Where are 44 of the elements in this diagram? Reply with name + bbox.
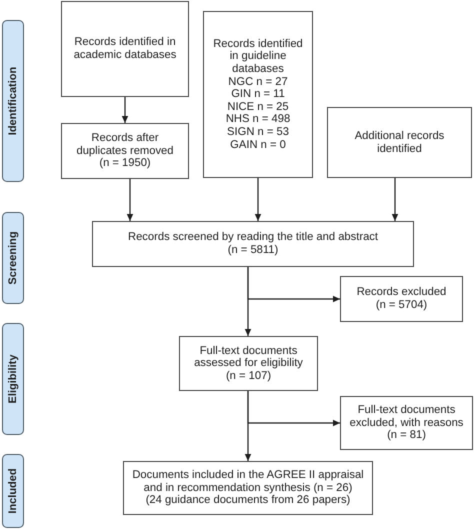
count-text: (n = 107)	[226, 370, 272, 382]
process-box	[123, 461, 373, 515]
stage-label: Eligibility	[7, 354, 19, 404]
stage-band	[2, 454, 24, 528]
box-text: Records after duplicates removed	[75, 132, 174, 158]
process-box	[61, 123, 189, 179]
stage-label: Identification	[7, 66, 19, 136]
count-text: GIN n = 11	[231, 88, 285, 101]
process-box	[340, 276, 463, 322]
stage-band	[2, 212, 24, 304]
count-text: NHS n = 498	[226, 113, 290, 126]
box-text: Additional records identified	[354, 130, 446, 156]
stage-label: Screening	[7, 231, 19, 285]
process-box	[61, 1, 189, 97]
process-box	[179, 336, 318, 391]
count-text: (n = 5704)	[376, 299, 428, 312]
count-text: (n = 5811)	[228, 244, 278, 257]
arrow	[244, 391, 252, 461]
process-box	[203, 11, 313, 178]
stage-band	[2, 323, 24, 435]
count-text: (n = 1950)	[99, 157, 151, 170]
stage-band	[2, 20, 24, 182]
arrow	[122, 97, 128, 123]
count-text: NGC n = 27	[228, 76, 288, 88]
count-text: NICE n = 25	[227, 100, 289, 114]
box-text: Documents included in the AGREE II appraisal and in recommendation synthesis (n = 26)	[131, 469, 365, 494]
box-text: Records identified in guideline databases	[212, 38, 304, 76]
process-box	[92, 221, 414, 267]
count-text: GAIN n = 0	[230, 138, 286, 152]
arrow	[254, 178, 262, 221]
box-text: Full-text documents assessed for eligibility	[193, 344, 304, 370]
arrow	[244, 267, 252, 336]
count-text: (24 guidance documents from 26 papers)	[146, 494, 350, 507]
arrow	[392, 178, 398, 221]
count-text: SIGN n = 53	[227, 126, 289, 139]
box-text: Full-text documents excluded, with reasons	[348, 404, 464, 430]
count-text: (n = 81)	[387, 429, 426, 442]
process-box	[327, 107, 472, 178]
process-box	[340, 396, 473, 450]
box-text: Records excluded	[356, 286, 446, 299]
arrow	[126, 179, 134, 221]
stage-label: Included	[7, 468, 19, 514]
box-text: Records screened by reading the title and abstract	[128, 231, 378, 244]
box-text: Records identified in academic databases	[72, 36, 178, 62]
